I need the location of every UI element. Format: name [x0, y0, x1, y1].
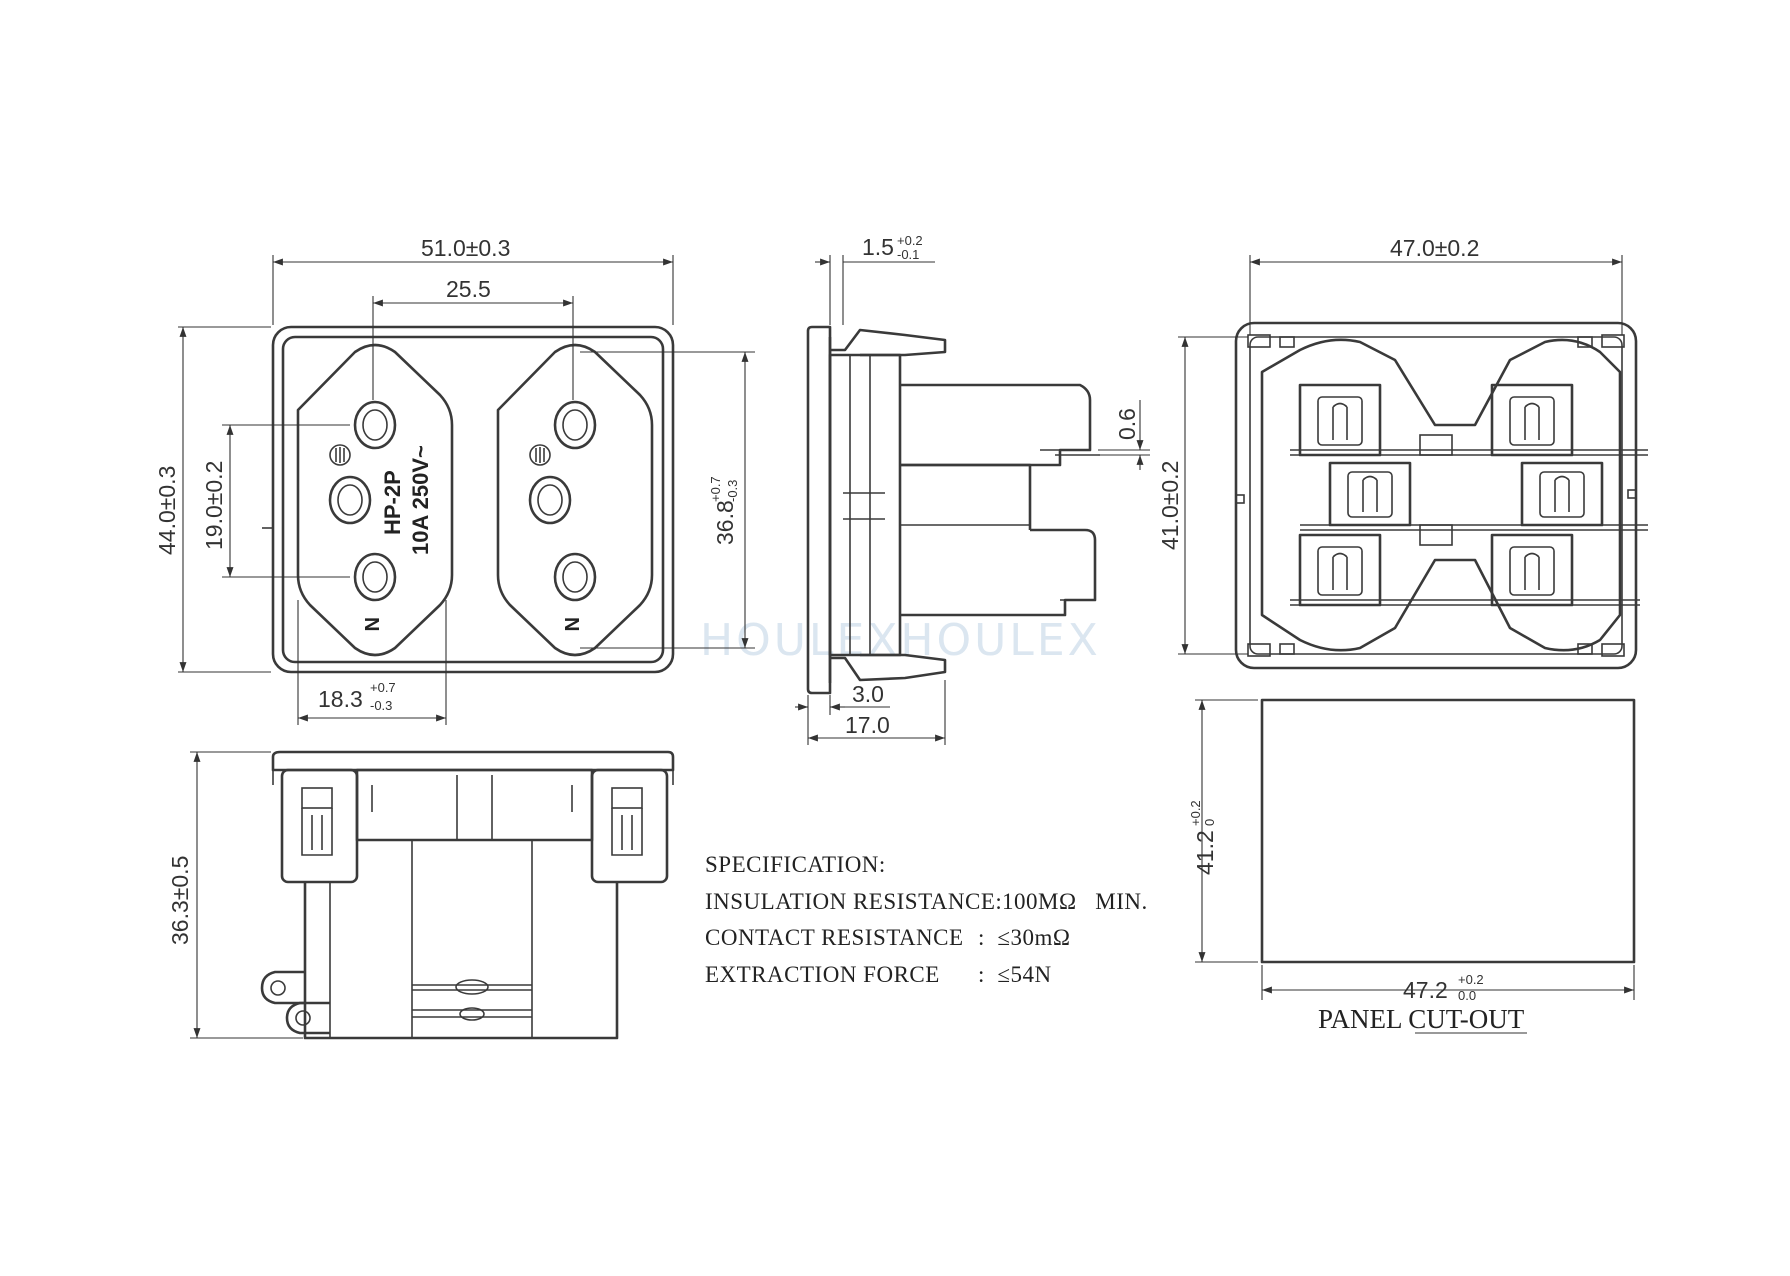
- rear-outer-frame: [1234, 321, 1638, 670]
- dim-socket-width: 18.3 +0.7 -0.3: [297, 600, 447, 725]
- spec-contact-label: CONTACT RESISTANCE: [705, 925, 964, 950]
- rating-marking: 10A 250V~: [408, 445, 433, 555]
- svg-text:-0.3: -0.3: [370, 698, 392, 713]
- svg-text:51.0±0.3: 51.0±0.3: [421, 235, 510, 261]
- dim-bottom-height: 36.3±0.5: [167, 751, 303, 1039]
- bottom-view: 36.3±0.5: [167, 750, 675, 1040]
- svg-text:44.0±0.3: 44.0±0.3: [154, 466, 180, 555]
- right-bottom-pin-hole: [553, 552, 597, 602]
- dim-side-depth: 17.0: [808, 680, 946, 745]
- svg-text:+0.2: +0.2: [1458, 972, 1484, 987]
- rear-inner-frame: [1249, 336, 1623, 655]
- rear-view: 47.0±0.2 41.0±0.2: [1157, 235, 1648, 670]
- svg-text:0.6: 0.6: [1114, 408, 1140, 440]
- front-inner-frame: [281, 335, 665, 664]
- specification-block: SPECIFICATION: INSULATION RESISTANCE: 10…: [705, 852, 1148, 987]
- dim-cutout-height: 41.2 +0.2 0: [1188, 699, 1258, 963]
- dim-cutout-width: 47.2 +0.2 0.0: [1261, 965, 1635, 1003]
- svg-text:+0.7: +0.7: [708, 476, 723, 502]
- dim-socket-pitch: 25.5: [372, 276, 574, 400]
- left-socket-face: [296, 343, 454, 657]
- right-neutral-marking: N: [560, 617, 582, 631]
- svg-text:25.5: 25.5: [446, 276, 491, 302]
- svg-text:3.0: 3.0: [852, 681, 884, 707]
- dim-front-width: 51.0±0.3: [272, 235, 674, 325]
- svg-text:47.0±0.2: 47.0±0.2: [1390, 235, 1479, 261]
- side-terminal-lower: [900, 528, 1097, 617]
- side-latch-top: [830, 328, 947, 357]
- left-neutral-marking: N: [360, 617, 382, 631]
- spec-insulation-label: INSULATION RESISTANCE:: [705, 889, 1002, 914]
- dim-pin-spacing: 19.0±0.2: [201, 424, 350, 578]
- dim-side-step: 3.0: [795, 681, 890, 745]
- svg-text:-0.3: -0.3: [725, 480, 740, 502]
- svg-text:36.8: 36.8: [712, 500, 738, 545]
- svg-text:+0.2: +0.2: [1188, 800, 1203, 826]
- right-middle-pin-hole: [528, 475, 572, 525]
- dim-rear-height: 41.0±0.2: [1157, 336, 1248, 655]
- side-terminal-mid: [900, 463, 1032, 530]
- svg-text:41.0±0.2: 41.0±0.2: [1157, 461, 1183, 550]
- dim-socket-height: 36.8 +0.7 -0.3: [580, 351, 755, 649]
- bottom-left-tab-lower: [285, 1001, 330, 1035]
- svg-text:36.3±0.5: 36.3±0.5: [167, 856, 193, 945]
- dim-rear-width: 47.0±0.2: [1249, 235, 1623, 335]
- side-flange: [806, 325, 832, 695]
- spec-heading: SPECIFICATION:: [705, 852, 886, 877]
- panel-cutout-rectangle: [1260, 698, 1636, 964]
- spec-extraction-value: : ≤54N: [978, 962, 1052, 987]
- bottom-left-latch: [280, 768, 359, 884]
- svg-text:1.5: 1.5: [862, 234, 894, 260]
- svg-text:47.2: 47.2: [1403, 977, 1448, 1003]
- dim-front-height: 44.0±0.3: [154, 326, 271, 673]
- svg-text:+0.2: +0.2: [897, 233, 923, 248]
- bottom-housing: [303, 882, 619, 1040]
- front-outer-frame: [271, 325, 675, 674]
- svg-text:0.0: 0.0: [1458, 988, 1476, 1003]
- svg-text:-0.1: -0.1: [897, 247, 919, 262]
- dim-terminal-thickness: 0.6: [1098, 400, 1150, 470]
- left-bottom-pin-hole: [353, 552, 397, 602]
- bottom-right-latch: [590, 768, 669, 884]
- side-view: 1.5 +0.2 -0.1 0.6 3.0 17.0: [795, 233, 1150, 745]
- bottom-flange: [271, 750, 675, 772]
- front-view: HP-2P 10A 250V~ N N 51.0±0.3 25.5 44.0±0…: [154, 235, 755, 725]
- rear-corner-clips: [1247, 334, 1625, 657]
- right-socket-face: [496, 343, 654, 657]
- left-top-pin-hole: [353, 400, 397, 450]
- left-middle-pin-hole: [328, 475, 372, 525]
- spec-contact-value: : ≤30mΩ: [978, 925, 1071, 950]
- right-top-pin-hole: [553, 400, 597, 450]
- rear-body-outline: [1260, 338, 1622, 652]
- panel-cutout-title: PANEL CUT-OUT: [1318, 1004, 1525, 1034]
- spec-extraction-label: EXTRACTION FORCE: [705, 962, 940, 987]
- bottom-body: [355, 768, 594, 842]
- spec-insulation-value: 100MΩ MIN.: [1002, 889, 1148, 914]
- svg-text:0: 0: [1202, 819, 1217, 826]
- side-latch-bottom: [830, 653, 947, 682]
- panel-cutout-view: 41.2 +0.2 0 47.2 +0.2 0.0 PANEL CUT-OUT: [1188, 698, 1636, 1034]
- right-earth-symbol-icon: [529, 444, 551, 466]
- left-earth-symbol-icon: [329, 444, 351, 466]
- svg-text:+0.7: +0.7: [370, 680, 396, 695]
- bottom-left-tab-upper: [260, 970, 305, 1005]
- model-marking: HP-2P: [380, 470, 405, 535]
- svg-text:18.3: 18.3: [318, 686, 363, 712]
- dim-flange-thickness: 1.5 +0.2 -0.1: [815, 233, 935, 325]
- svg-text:19.0±0.2: 19.0±0.2: [201, 461, 227, 550]
- side-terminal-upper: [900, 383, 1092, 467]
- svg-text:17.0: 17.0: [845, 712, 890, 738]
- rear-terminals: [1298, 383, 1604, 607]
- side-body: [828, 353, 902, 657]
- svg-text:41.2: 41.2: [1192, 830, 1218, 875]
